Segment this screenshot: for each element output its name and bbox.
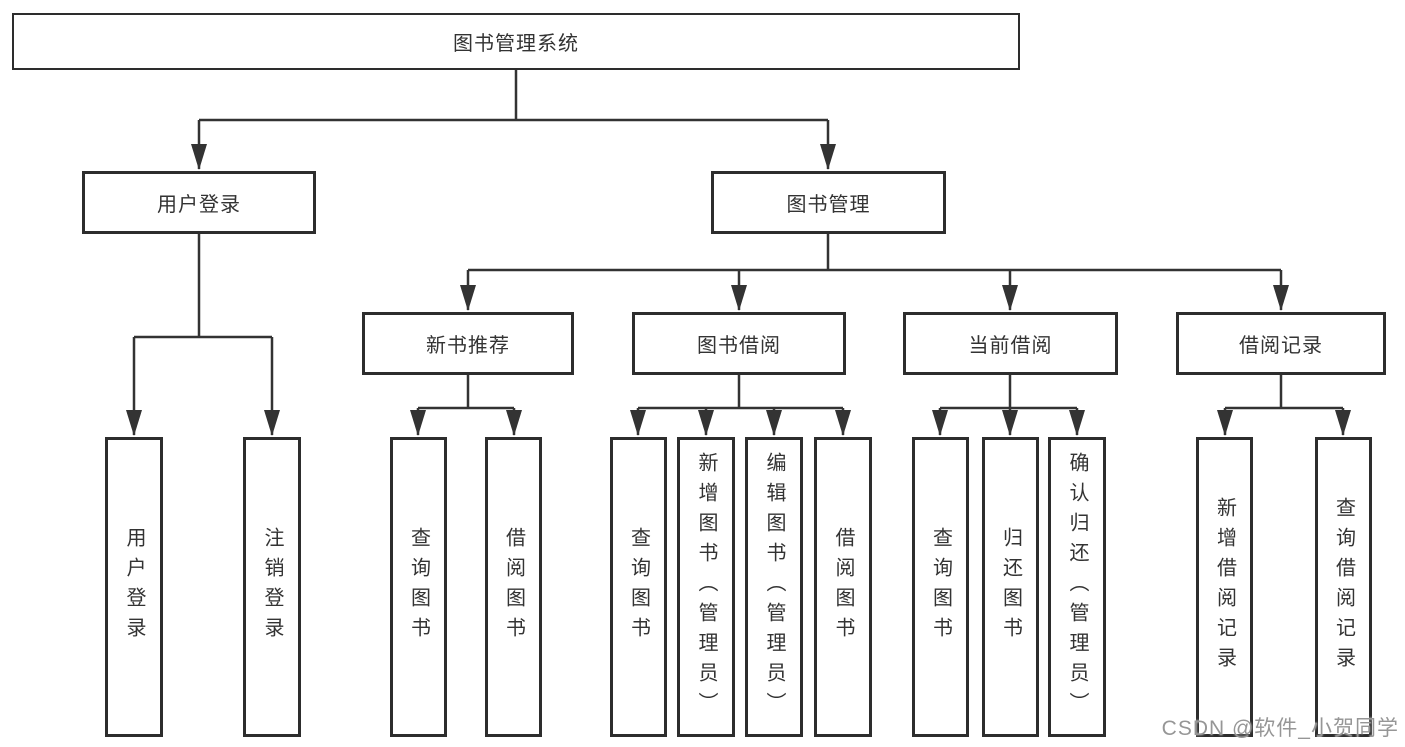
node-borrow-record-label: 借阅记录 <box>1239 335 1323 357</box>
node-current-borrow: 当前借阅 <box>903 312 1118 375</box>
node-book-borrow: 图书借阅 <box>632 312 846 375</box>
node-new-book-rec-label: 新书推荐 <box>426 335 510 357</box>
node-root: 图书管理系统 <box>12 13 1020 70</box>
leaf-borrow-book-1: 借阅图书 <box>485 437 542 737</box>
leaf-user-login: 用户登录 <box>105 437 163 737</box>
node-book-mgmt-label: 图书管理 <box>786 194 871 216</box>
leaf-query-book-1: 查询图书 <box>390 437 447 737</box>
leaf-query-borrow-record-label: 查询借阅记录 <box>1332 497 1355 677</box>
leaf-confirm-return: 确认归还（管理员） <box>1048 437 1106 737</box>
leaf-query-book-1-label: 查询图书 <box>407 527 430 647</box>
leaf-query-book-2-label: 查询图书 <box>627 527 650 647</box>
leaf-borrow-book-2-label: 借阅图书 <box>832 527 854 647</box>
leaf-edit-book-label: 编辑图书（管理员） <box>763 452 785 722</box>
leaf-user-login-label: 用户登录 <box>123 527 145 647</box>
leaf-query-book-3: 查询图书 <box>912 437 969 737</box>
leaf-confirm-return-label: 确认归还（管理员） <box>1066 452 1088 722</box>
leaf-return-book-label: 归还图书 <box>999 527 1022 647</box>
leaf-add-book-label: 新增图书（管理员） <box>695 452 717 722</box>
leaf-add-borrow-record-label: 新增借阅记录 <box>1213 497 1236 677</box>
csdn-watermark: CSDN @软件_小贺同学 <box>1161 717 1399 740</box>
node-user-login-label: 用户登录 <box>157 194 241 216</box>
node-new-book-rec: 新书推荐 <box>362 312 574 375</box>
leaf-query-book-2: 查询图书 <box>610 437 667 737</box>
node-root-label: 图书管理系统 <box>453 33 579 55</box>
node-current-borrow-label: 当前借阅 <box>968 335 1053 357</box>
leaf-return-book: 归还图书 <box>982 437 1039 737</box>
leaf-logout-label: 注销登录 <box>261 527 283 647</box>
leaf-edit-book: 编辑图书（管理员） <box>745 437 803 737</box>
node-book-borrow-label: 图书借阅 <box>697 335 781 357</box>
node-book-mgmt: 图书管理 <box>711 171 946 234</box>
leaf-borrow-book-2: 借阅图书 <box>814 437 872 737</box>
leaf-add-borrow-record: 新增借阅记录 <box>1196 437 1253 737</box>
leaf-query-borrow-record: 查询借阅记录 <box>1315 437 1372 737</box>
node-user-login: 用户登录 <box>82 171 316 234</box>
leaf-add-book: 新增图书（管理员） <box>677 437 735 737</box>
leaf-query-book-3-label: 查询图书 <box>929 527 952 647</box>
leaf-logout: 注销登录 <box>243 437 301 737</box>
leaf-borrow-book-1-label: 借阅图书 <box>502 527 525 647</box>
node-borrow-record: 借阅记录 <box>1176 312 1386 375</box>
